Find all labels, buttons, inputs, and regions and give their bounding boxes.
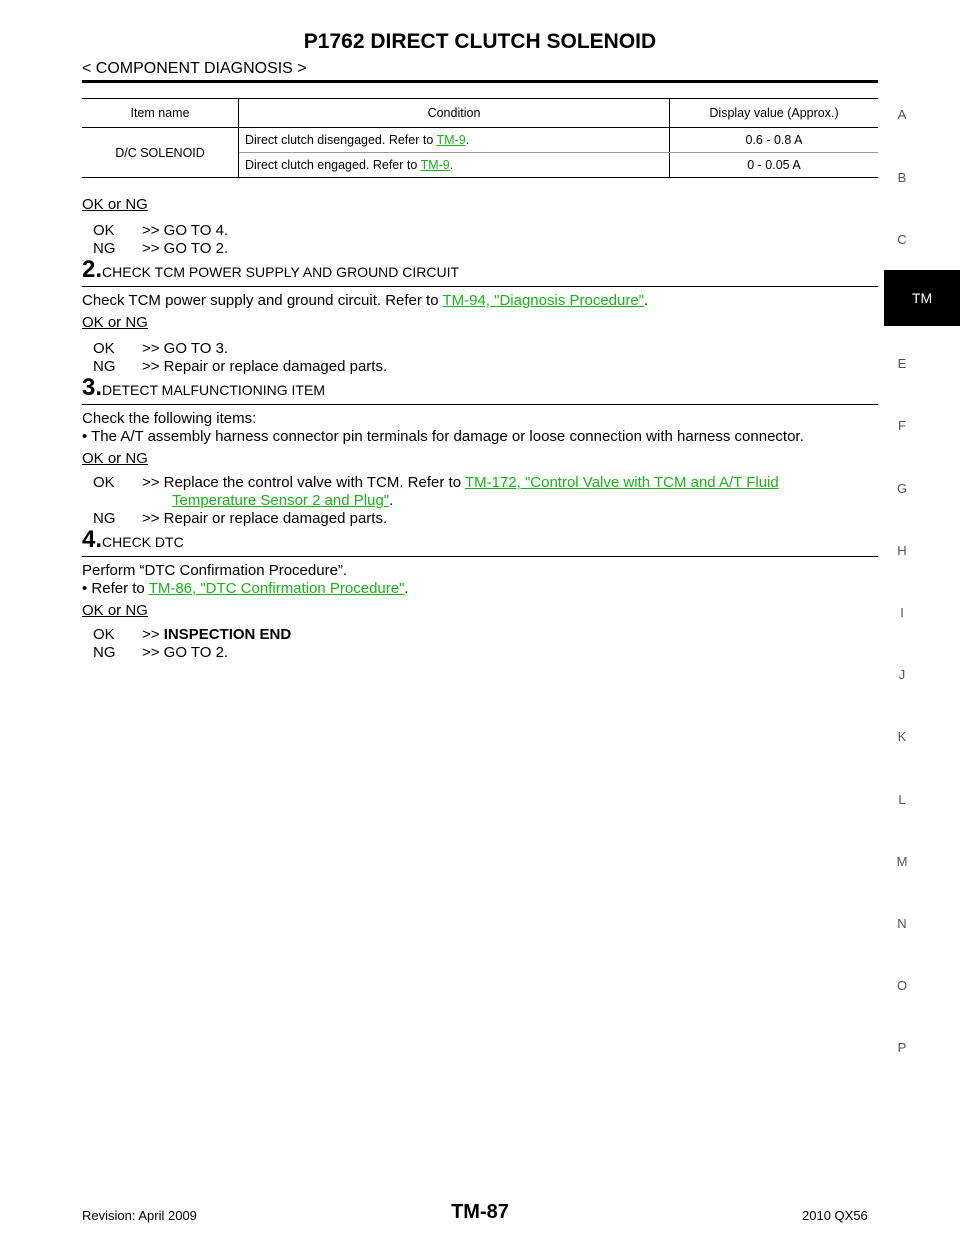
display-value-cell: 0.6 - 0.8 A xyxy=(669,127,878,153)
condition-table: Item name Condition Display value (Appro… xyxy=(82,98,878,178)
page-title: P1762 DIRECT CLUTCH SOLENOID xyxy=(303,30,657,53)
tab-i[interactable]: I xyxy=(900,605,904,620)
step-4-text: Perform “DTC Confirmation Procedure”. xyxy=(82,562,348,579)
tab-f[interactable]: F xyxy=(898,418,906,433)
step-4-bullet: • Refer to TM-86, "DTC Confirmation Proc… xyxy=(82,580,409,597)
tab-e[interactable]: E xyxy=(897,356,907,371)
column-header-display-value: Display value (Approx.) xyxy=(669,98,878,128)
step-3-text: Check the following items: xyxy=(82,410,257,427)
ok-option: OK>> GO TO 3. xyxy=(93,340,229,357)
page-number: TM-87 xyxy=(451,1201,509,1223)
section-index-tabs: A B C TM E F G H I J K L M N O P xyxy=(880,0,960,1242)
tab-tm[interactable]: TM xyxy=(884,270,960,326)
tab-m[interactable]: M xyxy=(896,854,908,869)
ok-or-ng-label: OK or NG xyxy=(82,450,148,467)
ng-option: NG>> Repair or replace damaged parts. xyxy=(93,510,388,527)
ok-or-ng-label: OK or NG xyxy=(82,602,148,619)
tab-g[interactable]: G xyxy=(896,481,908,496)
ok-or-ng-label: OK or NG xyxy=(82,196,148,213)
step-2-text: Check TCM power supply and ground circui… xyxy=(82,292,649,309)
tab-p[interactable]: P xyxy=(897,1040,907,1055)
tab-k[interactable]: K xyxy=(897,729,907,744)
tm-86-link[interactable]: TM-86, "DTC Confirmation Procedure" xyxy=(148,580,405,597)
display-value-cell: 0 - 0.05 A xyxy=(669,152,878,178)
tab-j[interactable]: J xyxy=(898,667,906,682)
revision-date: Revision: April 2009 xyxy=(82,1208,197,1223)
tm-9-link[interactable]: TM-9 xyxy=(436,133,466,147)
ng-option: NG>> GO TO 2. xyxy=(93,240,229,257)
column-header-item-name: Item name xyxy=(82,98,239,128)
ok-or-ng-label: OK or NG xyxy=(82,314,148,331)
ok-option: OK>> INSPECTION END xyxy=(93,626,292,643)
step-2-heading: 2.CHECK TCM POWER SUPPLY AND GROUND CIRC… xyxy=(82,256,460,283)
tab-h[interactable]: H xyxy=(897,543,907,558)
tm-9-link[interactable]: TM-9 xyxy=(420,158,450,172)
header-rule xyxy=(82,80,878,83)
tm-172-link[interactable]: TM-172, "Control Valve with TCM and A/T … xyxy=(464,474,779,491)
table-header-row: Item name Condition Display value (Appro… xyxy=(82,98,878,128)
column-header-condition: Condition xyxy=(238,98,670,128)
tm-172-link-continued[interactable]: Temperature Sensor 2 and Plug" xyxy=(172,492,390,509)
tab-c[interactable]: C xyxy=(897,232,907,247)
condition-cell: Direct clutch engaged. Refer to TM-9. xyxy=(238,152,670,178)
tab-n[interactable]: N xyxy=(897,916,907,931)
ng-option: NG>> Repair or replace damaged parts. xyxy=(93,358,388,375)
item-name-cell: D/C SOLENOID xyxy=(82,127,239,178)
step-3-bullet: • The A/T assembly harness connector pin… xyxy=(82,428,804,445)
tab-o[interactable]: O xyxy=(896,978,908,993)
table-row: D/C SOLENOID Direct clutch disengaged. R… xyxy=(82,127,878,178)
step-4-heading: 4.CHECK DTC xyxy=(82,526,184,553)
step-rule xyxy=(82,404,878,405)
step-rule xyxy=(82,286,878,287)
ng-option: NG>> GO TO 2. xyxy=(93,644,229,661)
step-3-heading: 3.DETECT MALFUNCTIONING ITEM xyxy=(82,374,325,401)
ok-option-continued: Temperature Sensor 2 and Plug". xyxy=(172,492,394,509)
model-year: 2010 QX56 xyxy=(802,1208,868,1223)
condition-cell: Direct clutch disengaged. Refer to TM-9. xyxy=(238,127,670,153)
tab-b[interactable]: B xyxy=(897,170,907,185)
tab-l[interactable]: L xyxy=(898,792,906,807)
section-breadcrumb: < COMPONENT DIAGNOSIS > xyxy=(82,60,307,77)
tm-94-link[interactable]: TM-94, "Diagnosis Procedure" xyxy=(442,292,645,309)
ok-option: OK>> Replace the control valve with TCM.… xyxy=(93,474,779,491)
tab-a[interactable]: A xyxy=(897,107,907,122)
table-row: Direct clutch engaged. Refer to TM-9. 0 … xyxy=(82,152,878,178)
ok-option: OK>> GO TO 4. xyxy=(93,222,229,239)
step-rule xyxy=(82,556,878,557)
